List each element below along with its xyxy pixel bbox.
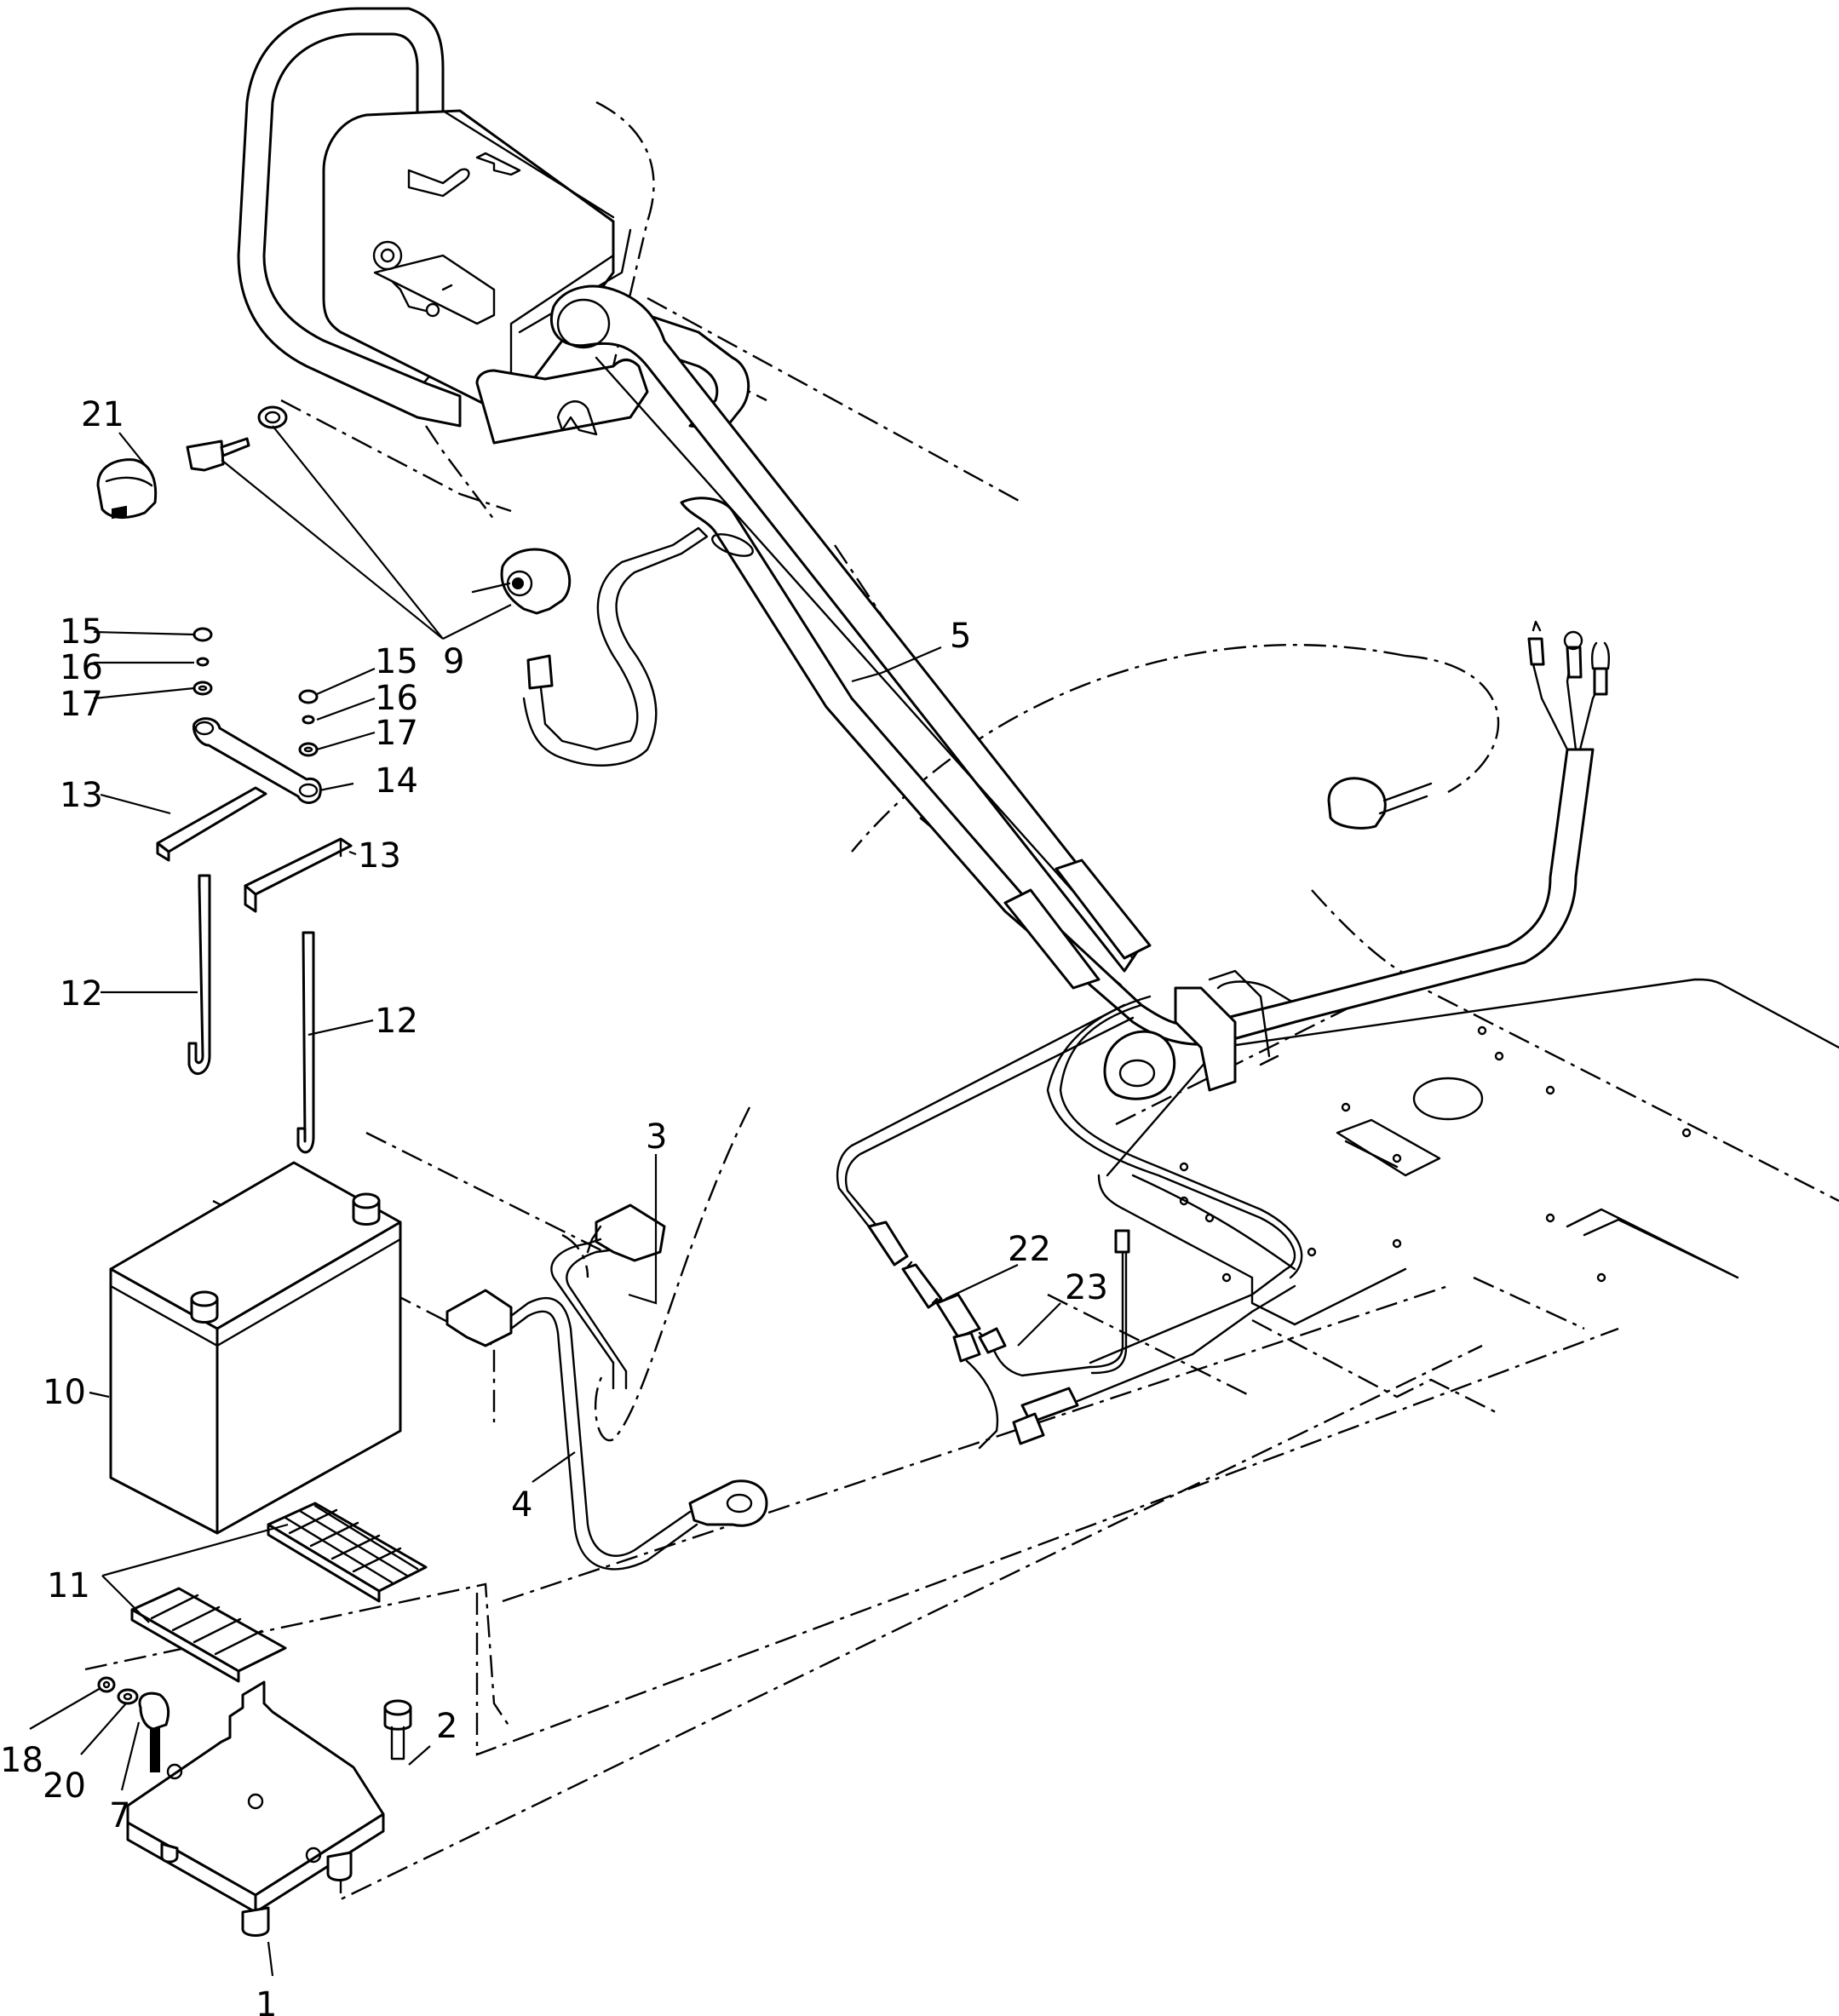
bolt-2 xyxy=(383,1699,412,1760)
callout-13b: 13 xyxy=(358,836,401,876)
callout-21: 21 xyxy=(81,395,124,434)
callout-10: 10 xyxy=(43,1373,86,1412)
j-bolt-left xyxy=(187,874,211,1076)
battery-cable-positive xyxy=(550,1203,666,1390)
leader-lines xyxy=(29,425,1061,1977)
callout-22: 22 xyxy=(1008,1230,1051,1269)
callout-23: 23 xyxy=(1065,1268,1108,1307)
callout-7: 7 xyxy=(109,1796,130,1835)
callout-3: 3 xyxy=(646,1117,667,1157)
j-bolt-right xyxy=(296,931,315,1154)
callout-15a: 15 xyxy=(60,612,103,652)
callout-5: 5 xyxy=(950,617,971,656)
plate-holes xyxy=(1179,1025,1692,1283)
callout-13a: 13 xyxy=(60,776,103,815)
battery-tray xyxy=(126,1680,385,1937)
angle-bracket-a xyxy=(156,786,267,862)
callout-17a: 17 xyxy=(60,685,103,724)
callout-4: 4 xyxy=(511,1485,532,1525)
key-cap xyxy=(96,458,158,520)
rubber-pad-b xyxy=(130,1587,287,1683)
callout-11: 11 xyxy=(47,1566,90,1605)
callout-15b: 15 xyxy=(375,642,418,681)
sub-harness-22 xyxy=(836,1003,1135,1339)
callout-18: 18 xyxy=(0,1741,43,1780)
angle-bracket-b xyxy=(244,837,353,913)
hardware-stack-right xyxy=(298,689,319,757)
battery-cable-negative xyxy=(445,1289,768,1571)
callout-17b: 17 xyxy=(375,714,418,753)
callout-1: 1 xyxy=(256,1985,277,2016)
callout-12b: 12 xyxy=(375,1002,418,1041)
callout-12a: 12 xyxy=(60,974,103,1014)
callout-labels: 21 9 5 15 16 17 15 16 17 14 13 13 12 12 … xyxy=(0,395,1108,2016)
washer-20 xyxy=(117,1688,139,1705)
floor-plate xyxy=(1097,978,1839,1326)
nut-18 xyxy=(97,1676,116,1693)
callout-20: 20 xyxy=(43,1766,86,1806)
callout-14: 14 xyxy=(375,761,418,801)
callout-9: 9 xyxy=(443,642,464,681)
rubber-pad-a xyxy=(267,1502,428,1603)
hold-down-bar xyxy=(192,717,322,804)
callout-2: 2 xyxy=(436,1707,457,1746)
callout-16b: 16 xyxy=(375,679,418,718)
key-switch-assembly xyxy=(186,405,709,767)
roll-bar-assembly xyxy=(237,7,1143,973)
sub-harness-23 xyxy=(952,1229,1296,1450)
hardware-stack-left xyxy=(193,627,213,696)
battery xyxy=(109,1161,402,1535)
main-harness xyxy=(680,497,1610,1364)
bolt-7 xyxy=(138,1691,170,1772)
callout-16a: 16 xyxy=(60,648,103,687)
